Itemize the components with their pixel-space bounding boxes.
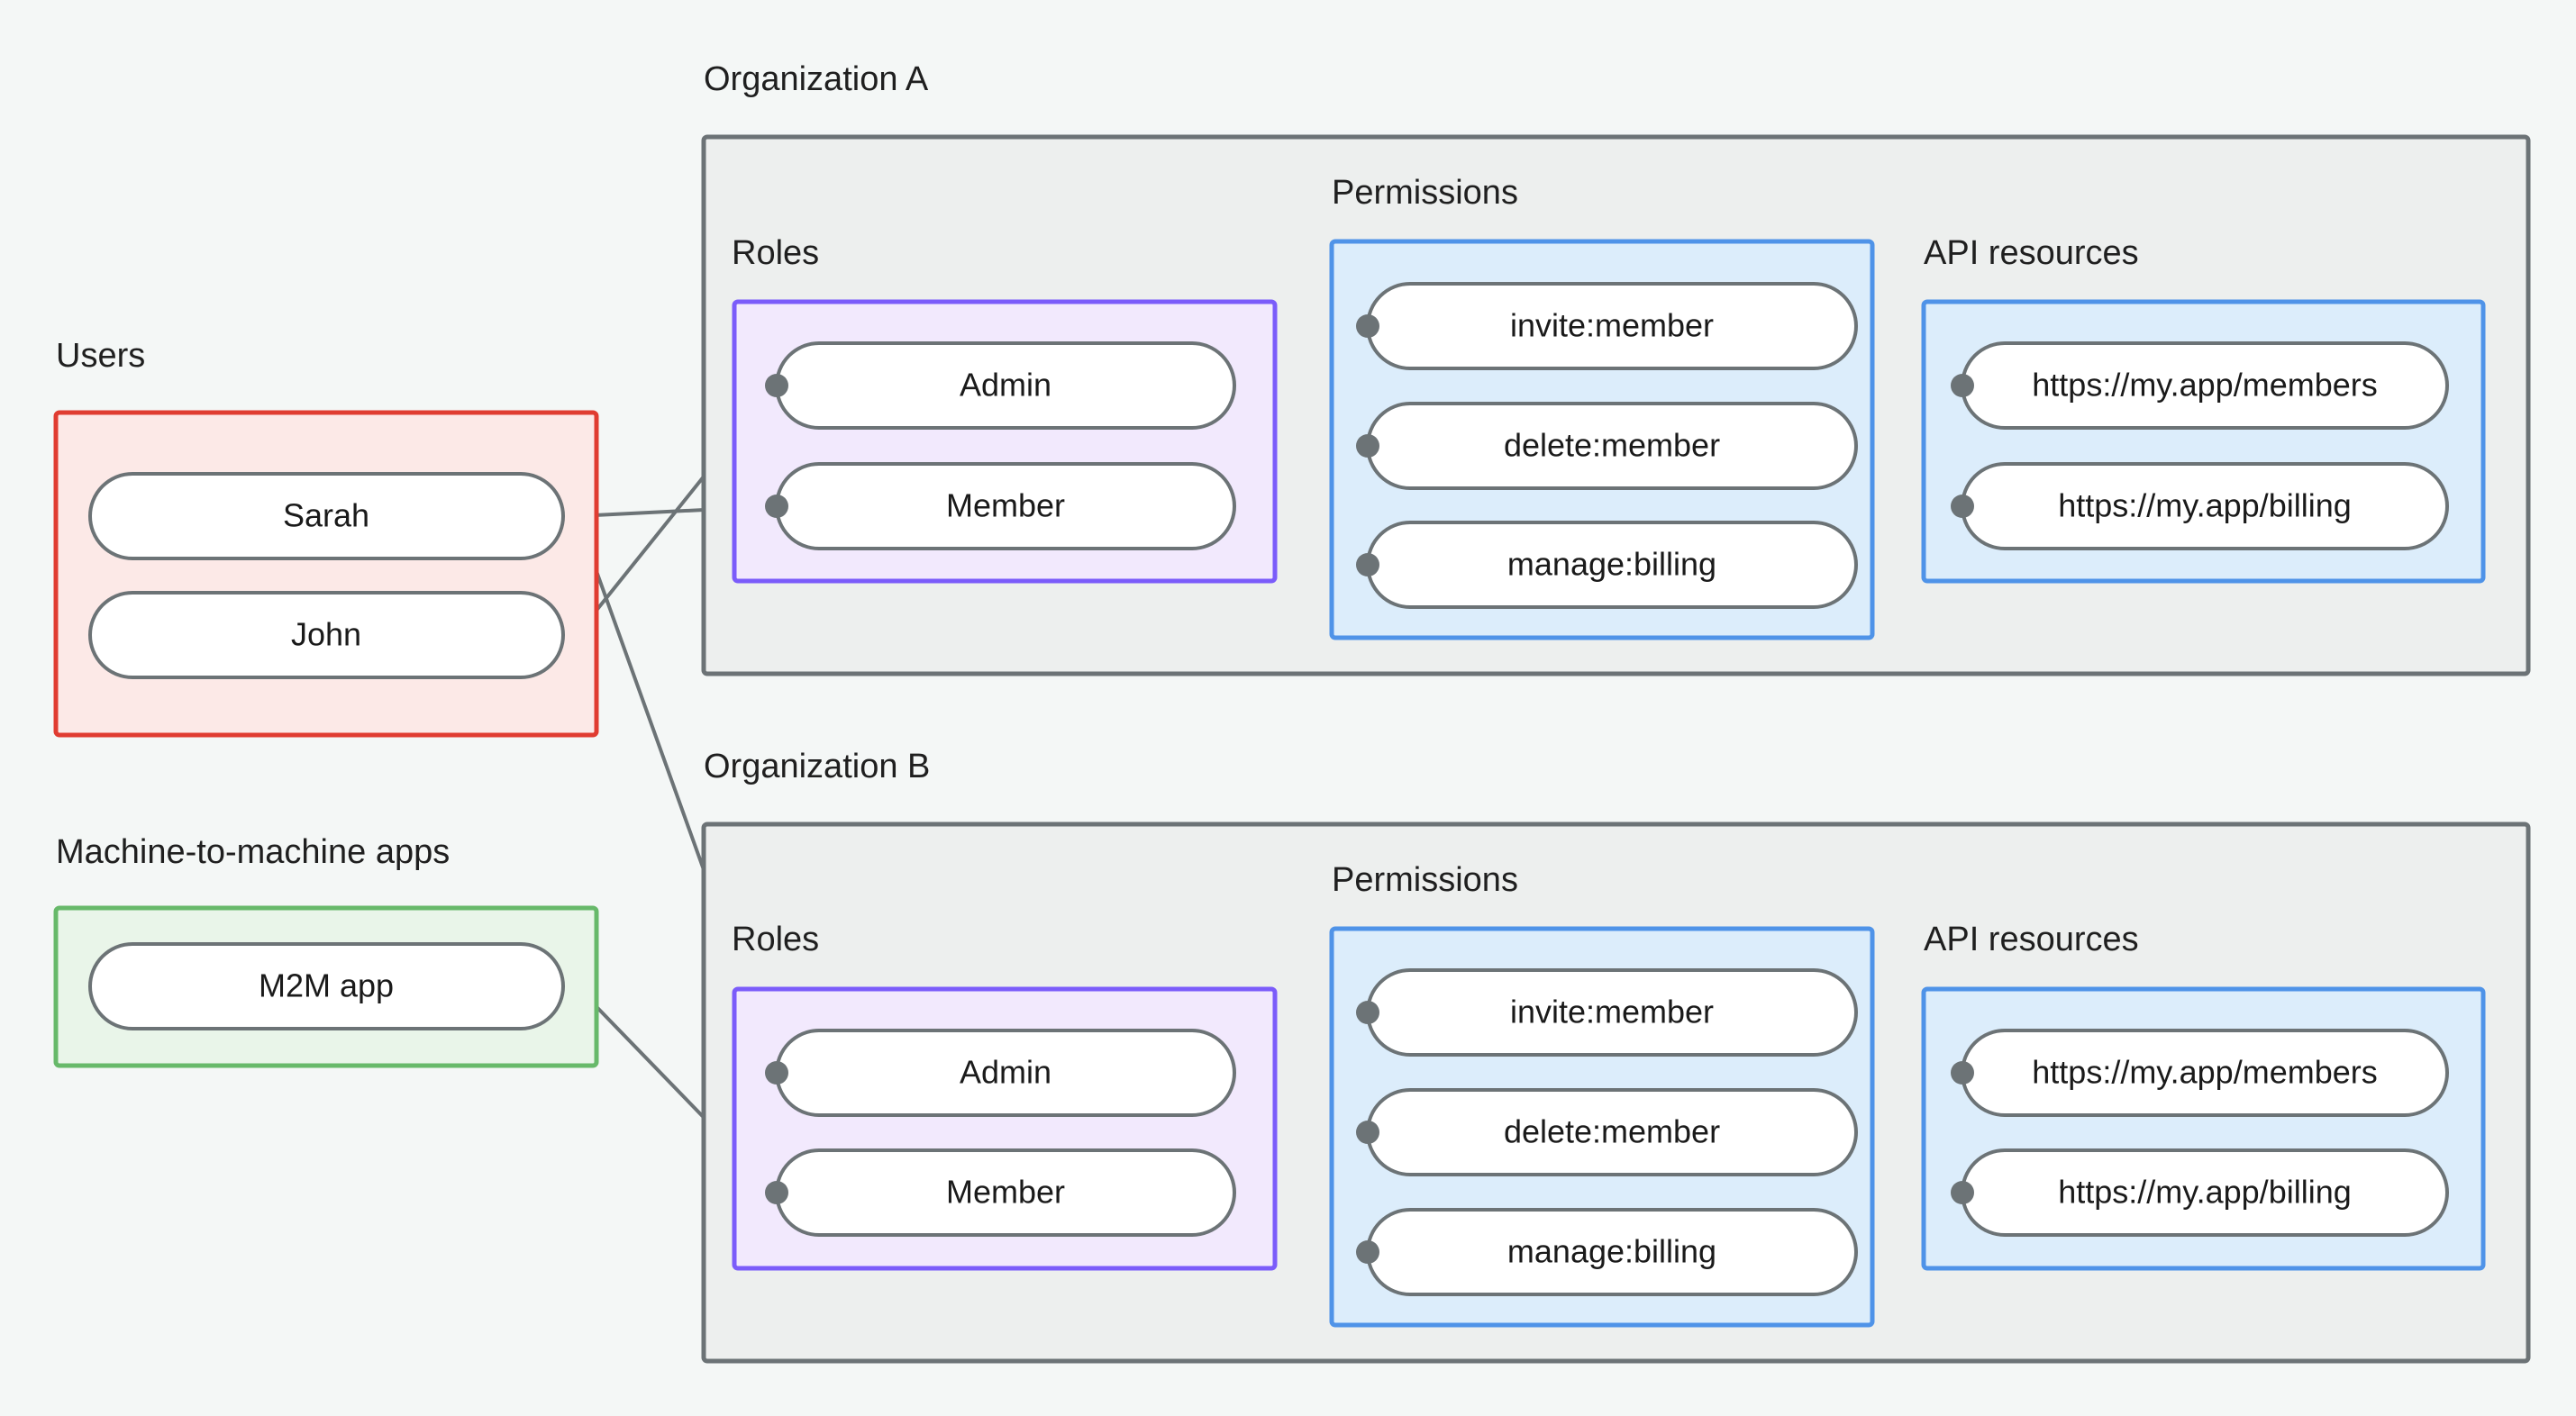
org-a-permissions-title: Permissions [1332,174,1518,212]
org-b-permission-1-label: delete:member [1504,1113,1720,1150]
dot-orgA-apibilling-in [1951,495,1974,518]
user-sarah-label: Sarah [283,497,369,534]
org-a-permission-invite-member[interactable]: invite:member [1366,282,1858,370]
org-b-title: Organization B [704,748,930,785]
dot-orgB-apibilling-in [1951,1181,1974,1204]
org-b-api-title: API resources [1924,921,2139,958]
org-a-permission-1-label: delete:member [1504,427,1720,464]
org-a-permission-0-label: invite:member [1510,307,1714,344]
dot-orgB-member-in [765,1181,788,1204]
org-b-permission-invite-member[interactable]: invite:member [1366,968,1858,1057]
users-title: Users [56,337,145,375]
dot-orgA-invite-in [1356,314,1379,338]
user-john[interactable]: John [88,591,565,679]
org-a-api-1-label: https://my.app/billing [2058,487,2352,524]
org-a-permission-2-label: manage:billing [1507,546,1716,583]
org-b-api-members[interactable]: https://my.app/members [1961,1029,2449,1117]
org-b-api-1-label: https://my.app/billing [2058,1174,2352,1211]
org-b-permission-manage-billing[interactable]: manage:billing [1366,1208,1858,1296]
org-b-roles-title: Roles [732,921,819,958]
org-b-role-admin[interactable]: Admin [775,1029,1236,1117]
org-b-permission-2-label: manage:billing [1507,1233,1716,1270]
org-a-api-members[interactable]: https://my.app/members [1961,341,2449,430]
user-john-label: John [291,616,361,653]
org-b-permissions-title: Permissions [1332,861,1518,899]
dot-orgB-apimembers-in [1951,1061,1974,1085]
m2m-app-label: M2M app [259,967,394,1004]
org-b-role-admin-label: Admin [960,1054,1051,1091]
org-a-role-admin[interactable]: Admin [775,341,1236,430]
org-a-title: Organization A [704,60,929,98]
pill-shape [88,472,565,560]
org-a-permission-delete-member[interactable]: delete:member [1366,402,1858,490]
m2m-app[interactable]: M2M app [88,942,565,1030]
dot-orgA-admin-in [765,374,788,397]
users-box [53,410,599,738]
org-b-role-member-label: Member [946,1174,1065,1211]
org-a-role-member[interactable]: Member [775,462,1236,550]
pill-shape [88,942,565,1030]
org-a-role-member-label: Member [946,487,1065,524]
m2m-title: Machine-to-machine apps [56,833,450,871]
org-a-api-title: API resources [1924,234,2139,272]
org-a-api-billing[interactable]: https://my.app/billing [1961,462,2449,550]
org-b-permission-0-label: invite:member [1510,994,1714,1030]
user-sarah[interactable]: Sarah [88,472,565,560]
org-b-api-0-label: https://my.app/members [2032,1054,2377,1091]
dot-orgA-billing-in [1356,553,1379,576]
org-a-role-admin-label: Admin [960,367,1051,404]
pill-shape [88,591,565,679]
dot-orgB-admin-in [765,1061,788,1085]
dot-orgA-apimembers-in [1951,374,1974,397]
connection-dot-layer [765,314,1974,1264]
org-a-roles-title: Roles [732,234,819,272]
org-a-api-0-label: https://my.app/members [2032,367,2377,404]
dot-orgB-invite-in [1356,1001,1379,1024]
org-b-role-member[interactable]: Member [775,1148,1236,1237]
org-b-permission-delete-member[interactable]: delete:member [1366,1088,1858,1176]
org-b-api-billing[interactable]: https://my.app/billing [1961,1148,2449,1237]
org-a-permission-manage-billing[interactable]: manage:billing [1366,521,1858,609]
dot-orgA-member-in [765,495,788,518]
dot-orgA-delete-in [1356,434,1379,458]
dot-orgB-delete-in [1356,1121,1379,1144]
dot-orgB-billing-in [1356,1240,1379,1264]
